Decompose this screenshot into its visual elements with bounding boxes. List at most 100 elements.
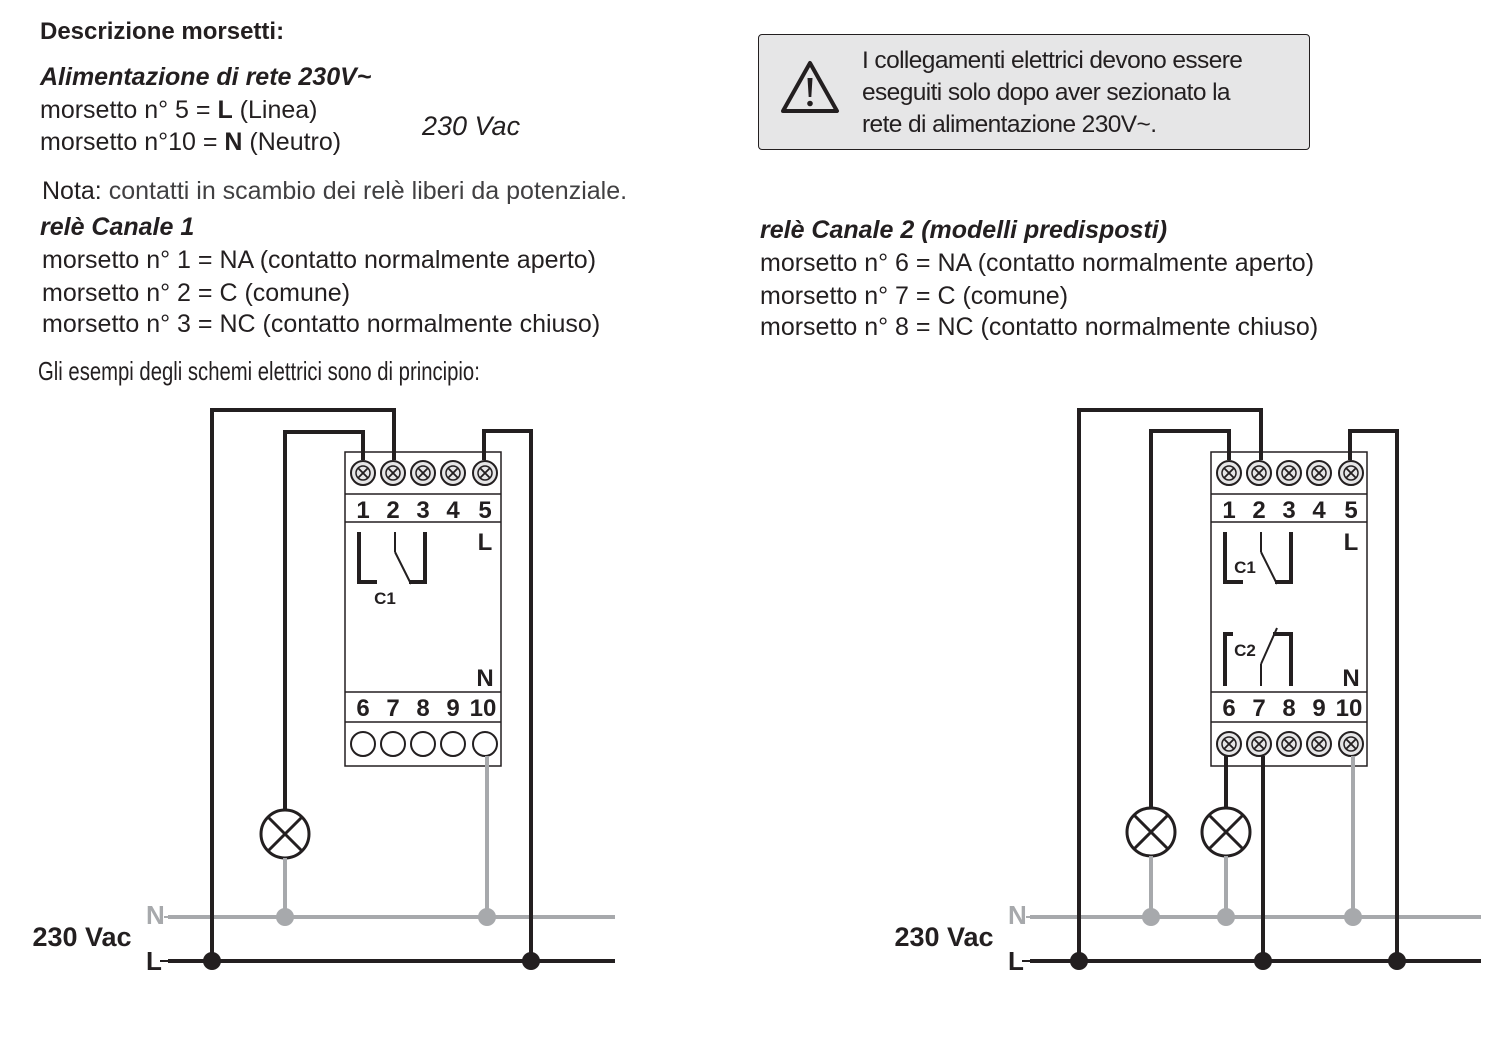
alimentazione-title: Alimentazione di rete 230V~ — [40, 63, 372, 91]
terminal-5-desc: (Linea) — [232, 96, 318, 124]
line-label: L — [146, 946, 162, 976]
junction-dot — [1344, 908, 1362, 926]
relay-c2-contact — [1273, 632, 1293, 686]
screw-cross — [479, 467, 491, 479]
warning-line-3: rete di alimentazione 230V~. — [862, 111, 1157, 138]
terminal-screw — [472, 731, 498, 757]
screw-head — [1221, 465, 1237, 481]
warning-line-1: I collegamenti elettrici devono essere — [862, 47, 1243, 74]
relay-c2-label: C2 — [1234, 641, 1256, 660]
terminal-label-n: N — [476, 665, 493, 692]
terminal-5-line: morsetto n° 5 = L (Linea) — [40, 96, 318, 125]
warning-text: I collegamenti elettrici devono essere e… — [862, 45, 1243, 141]
screw-cross — [447, 467, 459, 479]
screw-head — [1311, 736, 1327, 752]
junction-dot — [1217, 908, 1235, 926]
supply-voltage: 230 Vac — [422, 111, 521, 141]
terminal-number: 7 — [386, 695, 399, 722]
screw-head — [1221, 736, 1237, 752]
relay-c2-contact — [1223, 632, 1233, 686]
terminal-number: 2 — [386, 497, 399, 524]
terminal-10-desc: (Neutro) — [242, 128, 342, 156]
screw-head — [1281, 736, 1297, 752]
relay-c1-contact — [357, 532, 377, 584]
terminal-label-l: L — [478, 529, 493, 556]
nota-text: contatti in scambio dei relè liberi da p… — [101, 177, 628, 205]
terminal-number: 10 — [1336, 695, 1363, 722]
relay-c1-contact — [1223, 532, 1243, 584]
terminal-number: 3 — [416, 497, 429, 524]
terminal-number: 5 — [1344, 497, 1357, 524]
wire-line-to-5 — [482, 429, 533, 961]
canale2-item: morsetto n° 6 = NA (contatto normalmente… — [760, 249, 1315, 277]
lamp-cross — [1207, 813, 1245, 851]
terminal-5-code: L — [217, 96, 233, 124]
terminal-screw — [410, 731, 436, 757]
terminal-number: 4 — [446, 497, 460, 524]
schemi-note: Gli esempi degli schemi elettrici sono d… — [38, 356, 480, 386]
terminal-label-l: L — [1344, 529, 1359, 556]
terminal-number: 9 — [446, 695, 459, 722]
lamp-cross — [266, 815, 304, 853]
screw-cross — [1283, 738, 1295, 750]
warning-triangle-icon — [781, 61, 839, 113]
screw-head — [445, 465, 461, 481]
canale2-title: relè Canale 2 (modelli predisposti) — [760, 216, 1168, 244]
canale1-item: morsetto n° 2 = C (comune) — [42, 279, 351, 307]
screw-cross — [1223, 467, 1235, 479]
terminal-number: 1 — [356, 497, 369, 524]
terminal-screw — [380, 731, 406, 757]
screw-cross — [1253, 738, 1265, 750]
relay-c1-label: C1 — [374, 589, 396, 608]
junction-dot — [522, 952, 540, 970]
screw-cross — [387, 467, 399, 479]
wire-line-to-5 — [1348, 429, 1399, 961]
screw-cross — [1313, 467, 1325, 479]
wire-lamp-to-1 — [283, 430, 365, 810]
terminal-number: 10 — [470, 695, 497, 722]
terminal-10-prefix: morsetto n°10 = — [40, 128, 225, 156]
neutral-label: N — [1008, 900, 1027, 930]
screw-head — [1281, 465, 1297, 481]
terminal-number: 3 — [1282, 497, 1295, 524]
terminal-number: 8 — [1282, 695, 1295, 722]
screw-cross — [1253, 467, 1265, 479]
relay-c1-contact — [409, 532, 427, 584]
junction-dot — [276, 908, 294, 926]
terminal-number: 9 — [1312, 695, 1325, 722]
neutral-label: N — [146, 900, 165, 930]
relay-c1-switch — [1260, 551, 1278, 585]
relay-c1-switch — [394, 551, 412, 585]
wire-lamp1-to-1 — [1149, 429, 1231, 808]
nota-label: Nota: — [42, 177, 102, 205]
screw-cross — [357, 467, 369, 479]
relay-c1-label: C1 — [1234, 558, 1256, 577]
terminal-10-code: N — [224, 128, 243, 156]
canale2-item: morsetto n° 8 = NC (contatto normalmente… — [760, 313, 1319, 341]
screw-cross — [417, 467, 429, 479]
screw-cross — [1345, 738, 1357, 750]
canale1-title: relè Canale 1 — [40, 213, 195, 241]
canale2-item: morsetto n° 7 = C (comune) — [760, 282, 1069, 310]
screw-cross — [1283, 467, 1295, 479]
terminal-screw — [440, 731, 466, 757]
screw-head — [1311, 465, 1327, 481]
screw-head — [1251, 736, 1267, 752]
canale1-item: morsetto n° 3 = NC (contatto normalmente… — [42, 310, 601, 338]
screw-cross — [1223, 738, 1235, 750]
junction-dot — [1142, 908, 1160, 926]
screw-head — [1343, 736, 1359, 752]
terminal-label-n: N — [1342, 665, 1359, 692]
screw-head — [477, 465, 493, 481]
terminal-number: 6 — [356, 695, 369, 722]
screw-cross — [1313, 738, 1325, 750]
terminal-screw — [350, 731, 376, 757]
warning-box: I collegamenti elettrici devono essere e… — [758, 34, 1310, 150]
junction-dot — [478, 908, 496, 926]
relay-c1-contact — [1275, 532, 1293, 584]
terminal-number: 8 — [416, 695, 429, 722]
nota-line: Nota: contatti in scambio dei relè liber… — [42, 177, 627, 206]
junction-dot — [1388, 952, 1406, 970]
